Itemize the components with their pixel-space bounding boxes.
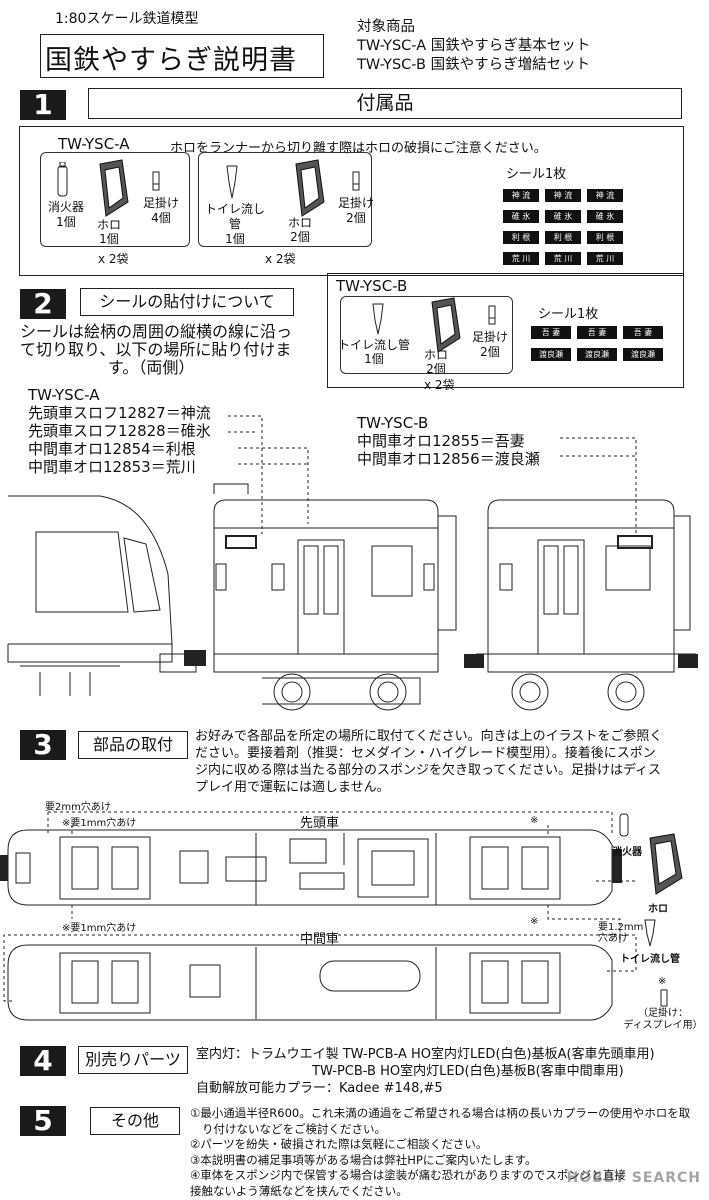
page-title: 国鉄やすらぎ説明書 [45,45,297,76]
sticker-sheet-label: シール1枚 [506,167,567,182]
section-1-number: 1 [20,90,66,120]
hole-1mm-note-top: ※要1mm穴あけ [62,818,137,829]
sticker-kanna: 神 流 [587,189,623,202]
group-b-bags: x 2袋 [424,378,455,392]
sticker-agatsuma: 吾 妻 [623,326,663,339]
optional-parts: 室内灯：トラムウエイ製 TW-PCB-A HO室内灯LED(白色)基板A(客車先… [196,1047,655,1096]
sticker-tone: 利 根 [545,231,581,244]
section-2-number: 2 [20,289,66,319]
note-mark-1: ※ [530,815,539,826]
sticker-sheet-b: 吾 妻吾 妻吾 妻 渡良瀬渡良瀬渡良瀬 [528,320,678,364]
title-box [40,34,324,78]
middle-car-label: 中間車 [300,932,340,947]
section-2-title: シールの貼付けについて [80,288,294,316]
target-b: TW-YSC-B 国鉄やすらぎ増結セット [357,57,591,73]
car-list-a-heading: TW-YSC-A [28,386,100,404]
car-list-a: TW-YSC-A 先頭車スロフ12827＝神流先頭車スロフ12828＝碓氷中間車… [28,386,211,476]
sticker-watarase: 渡良瀬 [531,348,571,361]
note-mark-3: ※ [658,976,667,987]
toilet-pipe-icon [372,303,384,335]
sticker-kanna: 神 流 [545,189,581,202]
section-5-number: 5 [20,1106,66,1136]
car-side-illustration [7,415,698,711]
accessory-panel-a [19,126,684,276]
sticker-watarase: 渡良瀬 [577,348,617,361]
section-5-title: その他 [90,1107,180,1135]
horo-icon [649,833,683,895]
set-a-label: TW-YSC-A [58,135,130,153]
sticker-agatsuma: 吾 妻 [577,326,617,339]
accessory-group-2 [198,152,372,247]
scale-label: 1:80スケール鉄道模型 [55,11,199,27]
step-icon [352,171,360,191]
step-icon [488,305,496,325]
group-1-bags: x 2袋 [98,252,129,266]
step-icon [660,989,668,1007]
target-products: 対象商品 TW-YSC-A 国鉄やすらぎ基本セット TW-YSC-B 国鉄やすら… [357,18,590,75]
sticker-arakawa: 荒 川 [587,252,623,265]
sticker-usui: 碓 氷 [503,210,539,223]
targets-heading: 対象商品 [357,19,415,35]
extinguisher-callout: 消火器 [612,847,642,858]
step-callout: （足掛け：ディスプレイ用） [623,1008,703,1031]
horo-icon [99,159,129,217]
accessory-group-b [340,296,513,374]
sticker-sheet-label-b: シール1枚 [538,307,599,322]
sticker-arakawa: 荒 川 [503,252,539,265]
section-3-number: 3 [20,730,66,760]
target-a: TW-YSC-A 国鉄やすらぎ基本セット [357,38,591,54]
horo-callout: ホロ [648,904,668,915]
sticker-usui: 碓 氷 [545,210,581,223]
sticker-agatsuma: 吾 妻 [531,326,571,339]
car-list-b-heading: TW-YSC-B [357,414,429,432]
sticker-kanna: 神 流 [503,189,539,202]
sticker-instructions: シールは絵柄の周囲の縦横の線に沿って切り取り、以下の場所に貼り付けます。（両側） [20,322,293,377]
toilet-pipe-icon [644,919,656,947]
sticker-tone: 利 根 [503,231,539,244]
underfloor-diagram [0,811,637,1021]
sticker-arakawa: 荒 川 [545,252,581,265]
extinguisher-icon [57,162,68,197]
section-1-title: 付属品 [88,88,682,119]
accessory-panel-b [327,273,684,388]
accessory-group-1 [40,152,190,247]
section-4-number: 4 [20,1046,66,1076]
section-4-title: 別売りパーツ [78,1046,188,1074]
hole-2mm-note: 要2mm穴あけ [45,802,111,813]
set-b-label: TW-YSC-B [336,277,408,295]
step-icon [152,171,160,191]
toilet-pipe-callout: トイレ流し管 [620,954,680,965]
other-notes: ①最小通過半径R600。これ未満の通過をご希望される場合は柄の長いカプラーの使用… [190,1106,691,1198]
sticker-sheet-a: 神 流神 流神 流 碓 氷碓 氷碓 氷 利 根利 根利 根 荒 川荒 川荒 川 [500,183,650,267]
section-3-title: 部品の取付 [78,731,188,759]
extinguisher-icon [619,813,629,837]
parts-instructions: お好みで各部品を所定の場所に取付てください。向きは上のイラストをご参照ください。… [195,729,663,795]
sticker-usui: 碓 氷 [587,210,623,223]
car-list-b: TW-YSC-B 中間車オロ12855＝吾妻中間車オロ12856＝渡良瀬 [357,414,540,468]
horo-icon [431,297,461,353]
toilet-pipe-icon [226,165,238,199]
hole-1mm-note-bottom: ※要1mm穴あけ [62,923,137,934]
lead-car-label: 先頭車 [300,816,340,831]
note-mark-2: ※ [530,916,539,927]
sticker-watarase: 渡良瀬 [623,348,663,361]
sticker-tone: 利 根 [587,231,623,244]
watermark: HOBBY SEARCH [566,1170,701,1186]
horo-icon [295,159,325,217]
group-2-bags: x 2袋 [265,252,296,266]
